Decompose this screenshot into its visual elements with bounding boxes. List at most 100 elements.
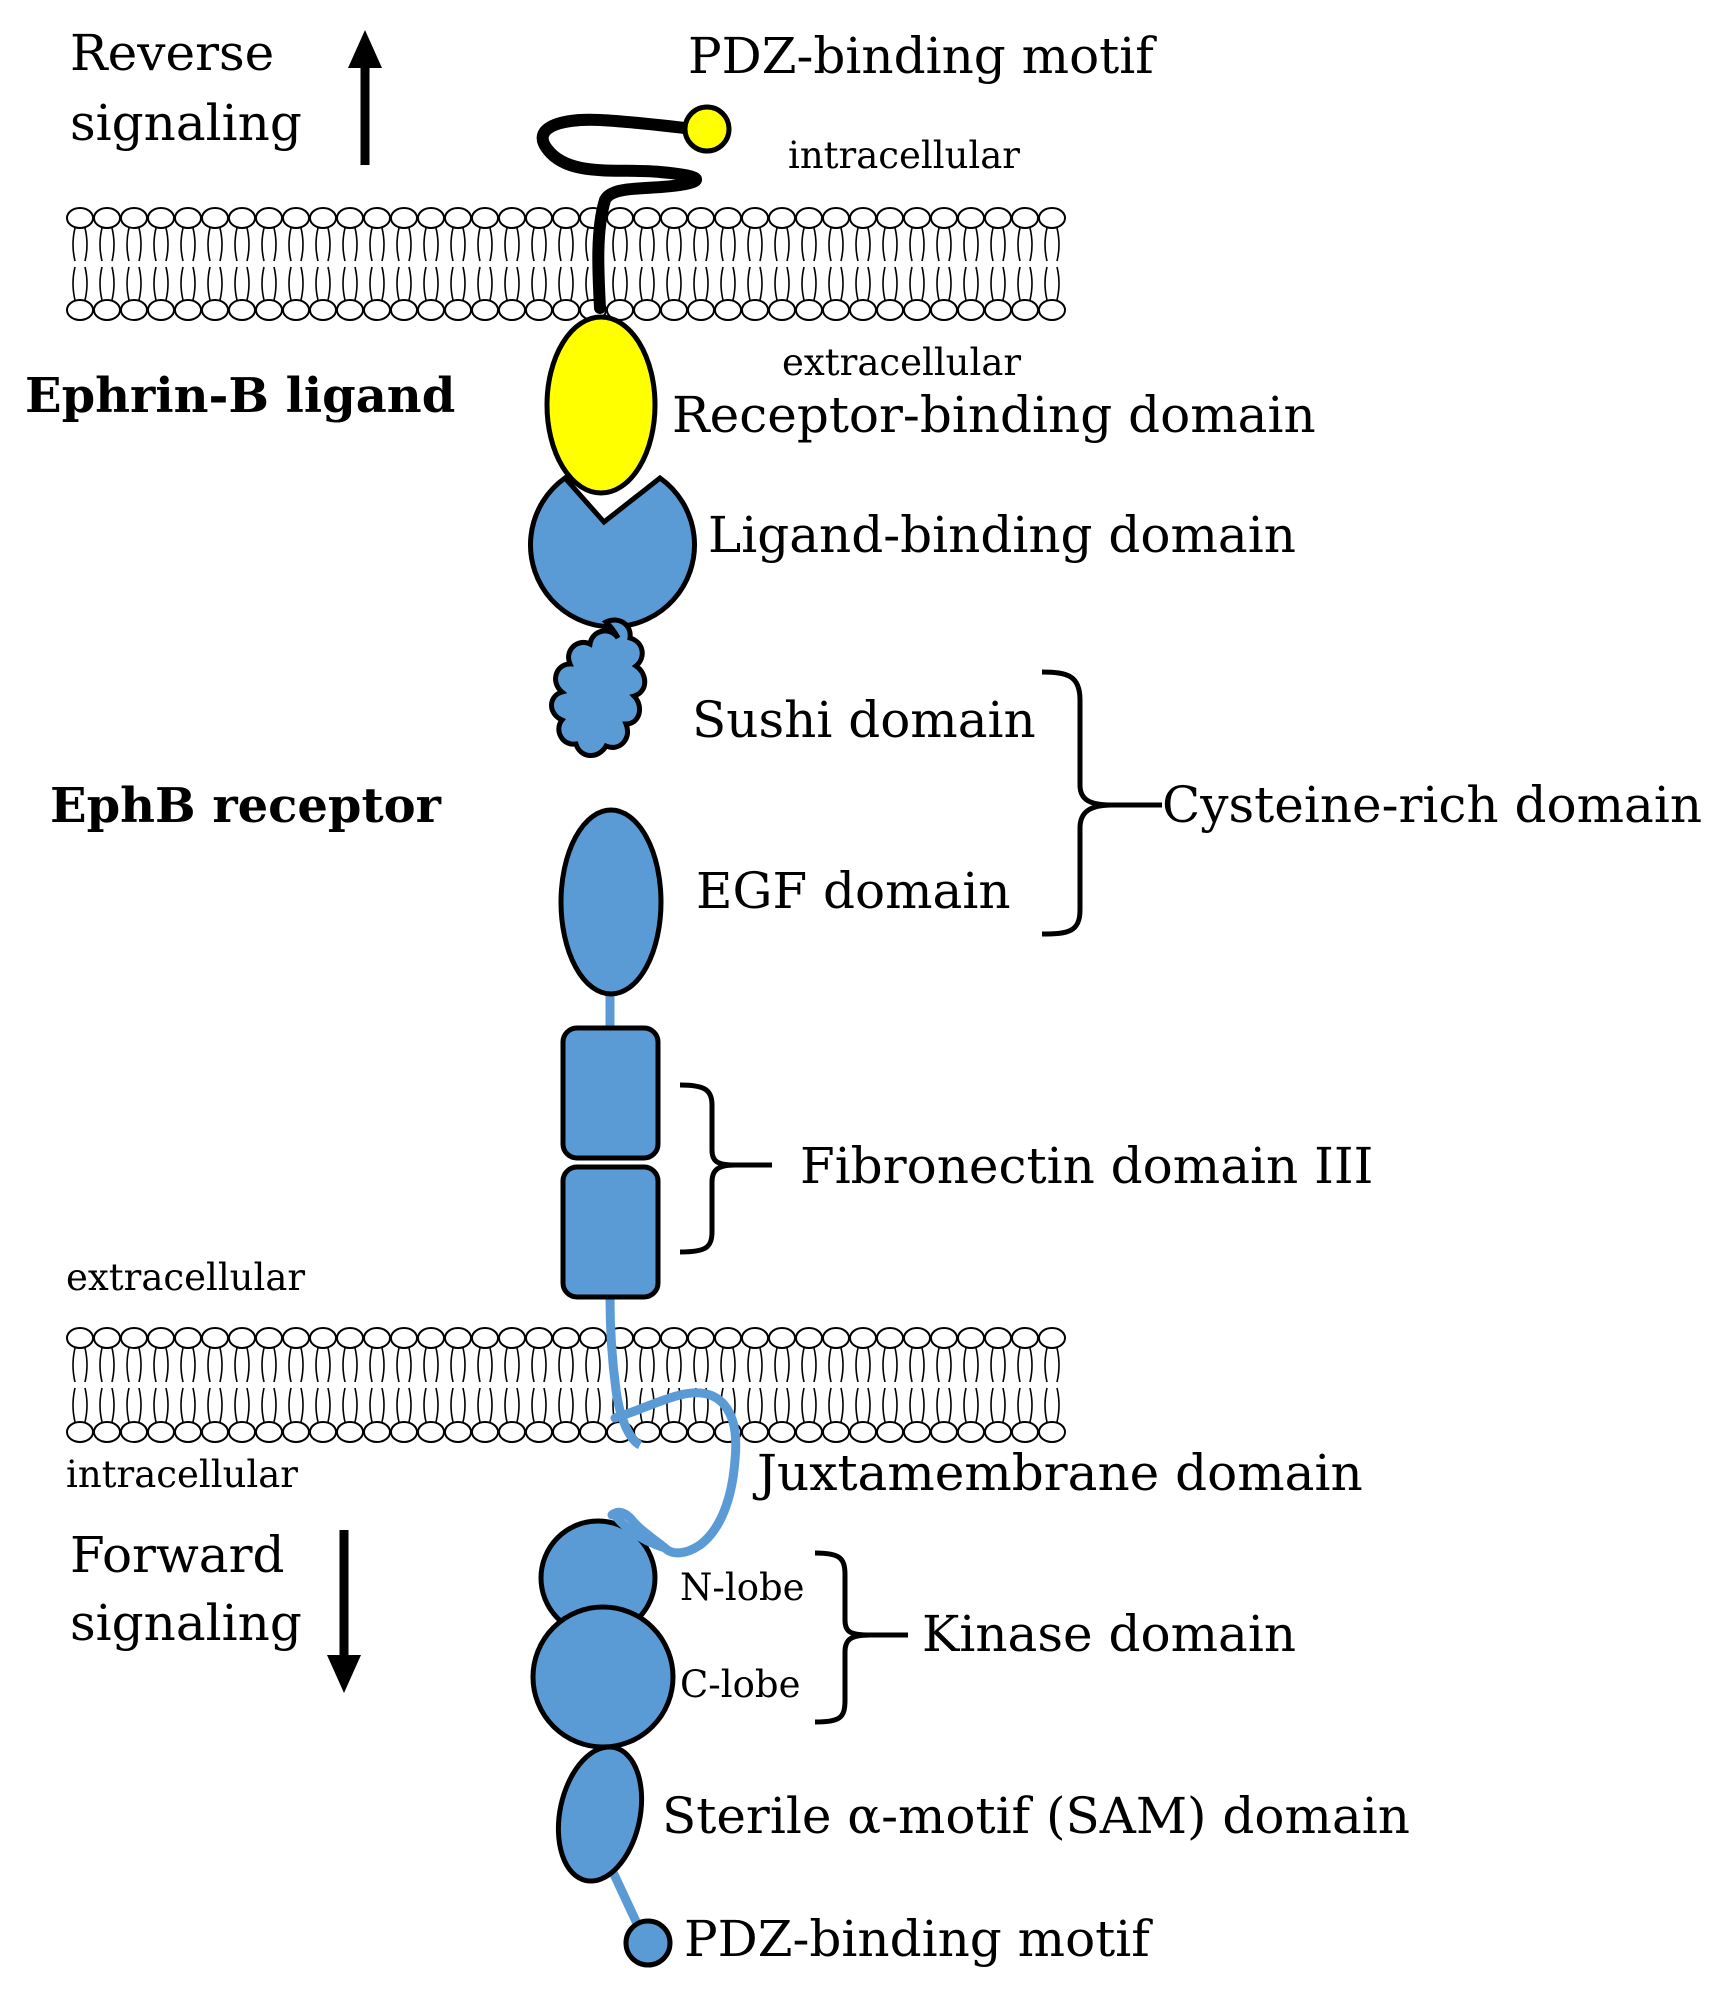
lipid-tail — [369, 266, 373, 301]
lipid-tail — [531, 227, 535, 262]
lipid-tail — [558, 1347, 562, 1383]
fibronectin-domain-label: Fibronectin domain III — [800, 1137, 1373, 1195]
lipid-tail — [219, 1387, 223, 1423]
lipid-tail — [435, 266, 439, 301]
lipid-head — [741, 299, 769, 321]
lipid-tail — [99, 266, 103, 301]
ephb-receptor-title: EphB receptor — [50, 778, 442, 834]
lipid-head — [849, 299, 877, 321]
lipid-tail — [381, 1387, 385, 1423]
lipid-tail — [219, 227, 223, 262]
lipid-head — [66, 1327, 94, 1349]
lipid-tail — [990, 1347, 994, 1383]
lipid-head — [93, 299, 121, 321]
lipid-head — [444, 1421, 472, 1443]
lipid-tail — [207, 266, 211, 301]
lipid-tail — [909, 1387, 913, 1423]
lipid-tail — [72, 227, 76, 262]
lipid-tail — [1056, 227, 1060, 262]
lipid-tail — [234, 1347, 238, 1383]
lipid-tail — [462, 1347, 466, 1383]
lipid-tail — [354, 1387, 358, 1423]
lipid-head — [525, 207, 553, 229]
lipid-tail — [678, 227, 682, 262]
lipid-head — [768, 1327, 796, 1349]
lipid-tail — [774, 1347, 778, 1383]
lipid-tail — [489, 1347, 493, 1383]
lipid-head — [876, 299, 904, 321]
lipid-tail — [1029, 266, 1033, 301]
lipid-tail — [855, 227, 859, 262]
lipid-tail — [840, 1347, 844, 1383]
lipid-tail — [759, 1387, 763, 1423]
lipid-head — [795, 1421, 823, 1443]
lipid-tail — [381, 266, 385, 301]
lipid-tail — [300, 227, 304, 262]
lipid-head — [957, 1421, 985, 1443]
lipid-tail — [705, 227, 709, 262]
lipid-tail — [894, 1387, 898, 1423]
lipid-tail — [369, 227, 373, 262]
lipid-tail — [516, 227, 520, 262]
lipid-tail — [462, 227, 466, 262]
lipid-head — [120, 1421, 148, 1443]
lipid-head — [417, 1327, 445, 1349]
lipid-head — [417, 1421, 445, 1443]
lipid-tail — [666, 1387, 670, 1423]
lipid-tail — [543, 227, 547, 262]
lipid-head — [741, 1421, 769, 1443]
bottom-cell-membrane — [66, 1327, 1066, 1443]
lipid-tail — [975, 1387, 979, 1423]
sushi-domain — [549, 617, 648, 758]
lipid-head — [1011, 1421, 1039, 1443]
lipid-head — [768, 207, 796, 229]
lipid-head — [417, 299, 445, 321]
ligand-cytoplasmic-tail — [536, 113, 726, 314]
lipid-head — [714, 207, 742, 229]
lipid-head — [633, 299, 661, 321]
lipid-head — [822, 1327, 850, 1349]
lipid-tail — [381, 227, 385, 262]
lipid-head — [957, 207, 985, 229]
lipid-head — [309, 299, 337, 321]
lipid-head — [228, 299, 256, 321]
lipid-tail — [720, 1347, 724, 1383]
lipid-tail — [273, 1347, 277, 1383]
lipid-head — [471, 1421, 499, 1443]
top-cell-membrane — [66, 207, 1066, 321]
lipid-tail — [963, 1387, 967, 1423]
lipid-head — [606, 207, 634, 229]
lipid-tail — [516, 266, 520, 301]
lipid-head — [147, 299, 175, 321]
lipid-head — [687, 207, 715, 229]
lipid-tail — [936, 227, 940, 262]
lipid-tail — [747, 1347, 751, 1383]
lipid-head — [633, 207, 661, 229]
lipid-head — [444, 1327, 472, 1349]
lipid-tail — [126, 266, 130, 301]
egf-domain-label: EGF domain — [696, 862, 1011, 920]
ligand-pdz-motif-label: PDZ-binding motif — [688, 27, 1157, 85]
lipid-tail — [948, 1347, 952, 1383]
lipid-head — [147, 1421, 175, 1443]
lipid-tail — [180, 1347, 184, 1383]
lipid-tail — [1002, 227, 1006, 262]
lipid-tail — [489, 1387, 493, 1423]
lipid-head — [660, 299, 688, 321]
lipid-tail — [840, 1387, 844, 1423]
lipid-tail — [786, 1347, 790, 1383]
lipid-tail — [1044, 266, 1048, 301]
lipid-tail — [72, 1347, 76, 1383]
lipid-tail — [990, 227, 994, 262]
lipid-head — [120, 207, 148, 229]
lipid-tail — [774, 227, 778, 262]
lipid-tail — [651, 227, 655, 262]
lipid-head — [930, 299, 958, 321]
ligand-pdz-binding-motif — [682, 104, 732, 154]
lipid-tail — [423, 1347, 427, 1383]
lipid-tail — [138, 1347, 142, 1383]
lipid-head — [525, 1327, 553, 1349]
lipid-head — [93, 207, 121, 229]
lipid-head — [849, 1327, 877, 1349]
lipid-head — [255, 299, 283, 321]
